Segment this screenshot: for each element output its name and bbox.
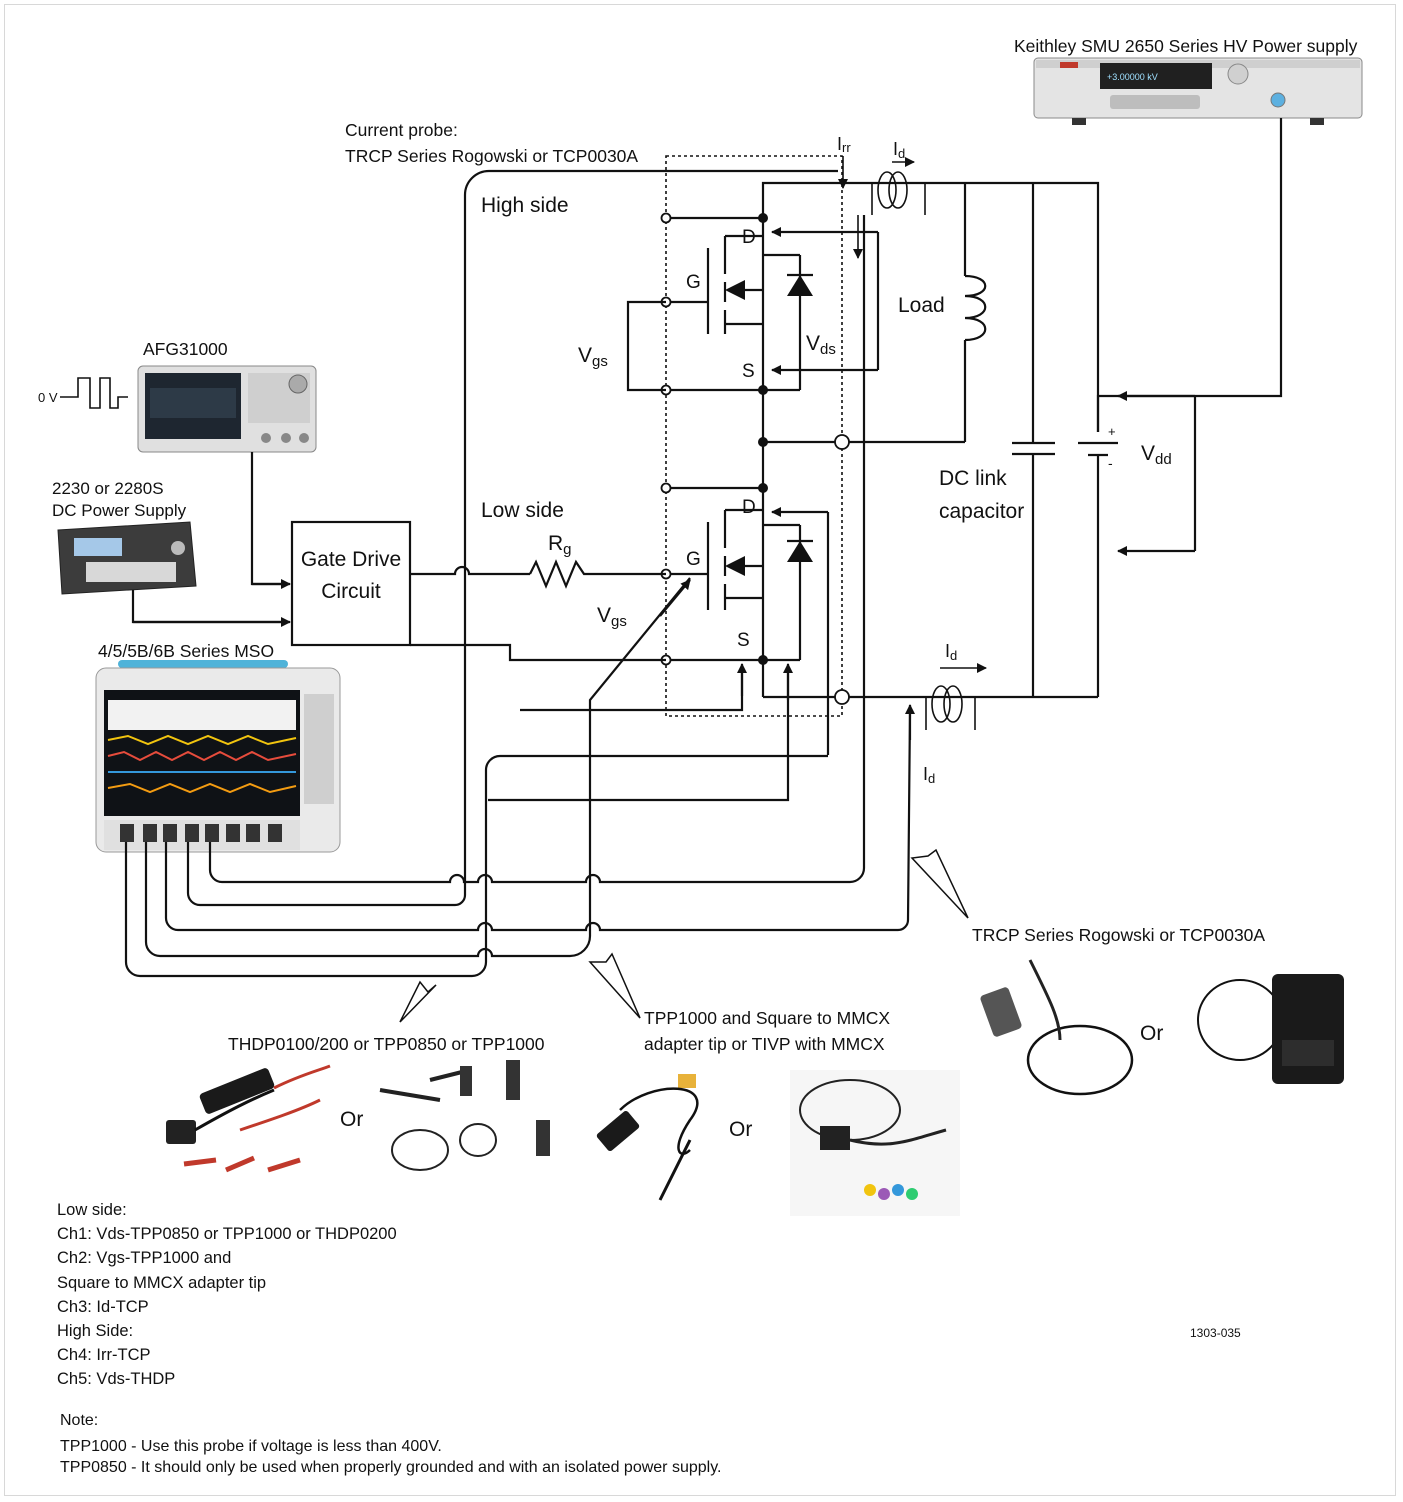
note-title: Note: [60,1412,99,1429]
low-side-label: Low side [481,499,564,522]
figure-reference: 1303-035 [1190,1326,1241,1340]
or-label-1: Or [340,1108,363,1131]
tpp-probe-label: TPP1000 and Square to MMCX [644,1008,890,1028]
channel-line: Ch3: Id-TCP [57,1297,149,1316]
thdp-probe-image [166,1064,331,1173]
high-vgs-label: Vgs [578,344,608,370]
note-line-2: TPP0850 - It should only be used when pr… [60,1459,722,1476]
minus-sign: - [1108,455,1113,471]
channel-line: Ch1: Vds-TPP0850 or TPP1000 or THDP0200 [57,1225,397,1244]
current-probe-label: Current probe: [345,120,458,140]
gate-drive-label: Gate Drive [301,548,401,571]
current-probe-bottom [925,685,976,730]
load-inductor [964,274,987,342]
id-right-label: Id [923,764,935,786]
tpp-probe-label-2: adapter tip or TIVP with MMCX [644,1034,885,1054]
low-g-label: G [686,549,701,570]
gate-drive-circuit [290,520,412,647]
dc-link-label-2: capacitor [939,500,1024,523]
probe-note: Note: TPP1000 - Use this probe if voltag… [60,1410,721,1479]
callout-arrow-tpp [588,952,641,1019]
dc-supply-label-2: DC Power Supply [52,501,187,520]
high-d-label: D [742,227,756,248]
channel-line: High Side: [57,1322,134,1341]
or-label-3: Or [1140,1022,1163,1045]
load-label: Load [898,294,945,317]
id-top-label: Id [893,139,905,161]
pulse-waveform [60,377,128,409]
plus-sign: + [1108,424,1116,439]
id-bottom-label: Id [945,641,957,663]
note-line-1: TPP1000 - Use this probe if voltage is l… [60,1437,442,1455]
low-vgs-label: Vgs [597,604,627,630]
high-s-label: S [742,361,755,382]
current-probe-model: TRCP Series Rogowski or TCP0030A [345,146,638,166]
thdp-probe-label: THDP0100/200 or TPP0850 or TPP1000 [228,1034,545,1054]
tivp-probe-image [790,1070,960,1216]
channel-line: Square to MMCX adapter tip [57,1273,267,1292]
afg31000 [137,365,317,453]
trcp-probe-image [980,959,1134,1096]
mso-label: 4/5/5B/6B Series MSO [98,641,274,661]
trcp-probe-label: TRCP Series Rogowski or TCP0030A [972,925,1265,945]
keithley-display: +3.00000 kV [1107,72,1158,82]
high-side-label: High side [481,194,569,217]
mso-channel-connectors [120,824,282,842]
high-g-label: G [686,272,701,293]
channel-line: Low side: [57,1201,127,1219]
or-label-2: Or [729,1118,752,1141]
high-vds-label: Vds [806,332,836,358]
channel-line: Ch4: Irr-TCP [57,1346,151,1365]
tpp1000-mmcx-image [596,1074,699,1201]
keithley-label: Keithley SMU 2650 Series HV Power supply [1014,36,1358,56]
tcp0030a-probe-image [1197,974,1344,1084]
low-side-mosfet [666,486,813,697]
channel-notes: Low side: Ch1: Vds-TPP0850 or TPP1000 or… [57,1198,397,1392]
low-s-label: S [737,630,750,651]
channel-line: Ch5: Vds-THDP [57,1370,176,1389]
oscilloscope-mso [95,660,341,853]
keithley-power-supply [1033,57,1363,125]
gate-drive-label-2: Circuit [321,580,381,603]
callout-arrow-thdp [399,980,437,1023]
rg-label: Rg [548,532,572,558]
callout-arrow-trcp [910,848,969,919]
low-d-label: D [742,497,756,518]
dc-supply-label: 2230 or 2280S [52,479,164,498]
zero-v-label: 0 V [38,390,58,405]
figure-frame [4,4,1396,1496]
afg-label: AFG31000 [143,339,228,359]
tpp-probe-image [379,1060,550,1171]
dc-link-label: DC link [939,467,1007,490]
channel-line: Ch2: Vgs-TPP1000 and [57,1249,232,1268]
irr-label: Irr [837,134,851,155]
current-probe-top [871,171,926,215]
high-side-mosfet [666,216,813,442]
dc-power-supply [57,521,197,595]
vdd-label: Vdd [1141,442,1172,468]
